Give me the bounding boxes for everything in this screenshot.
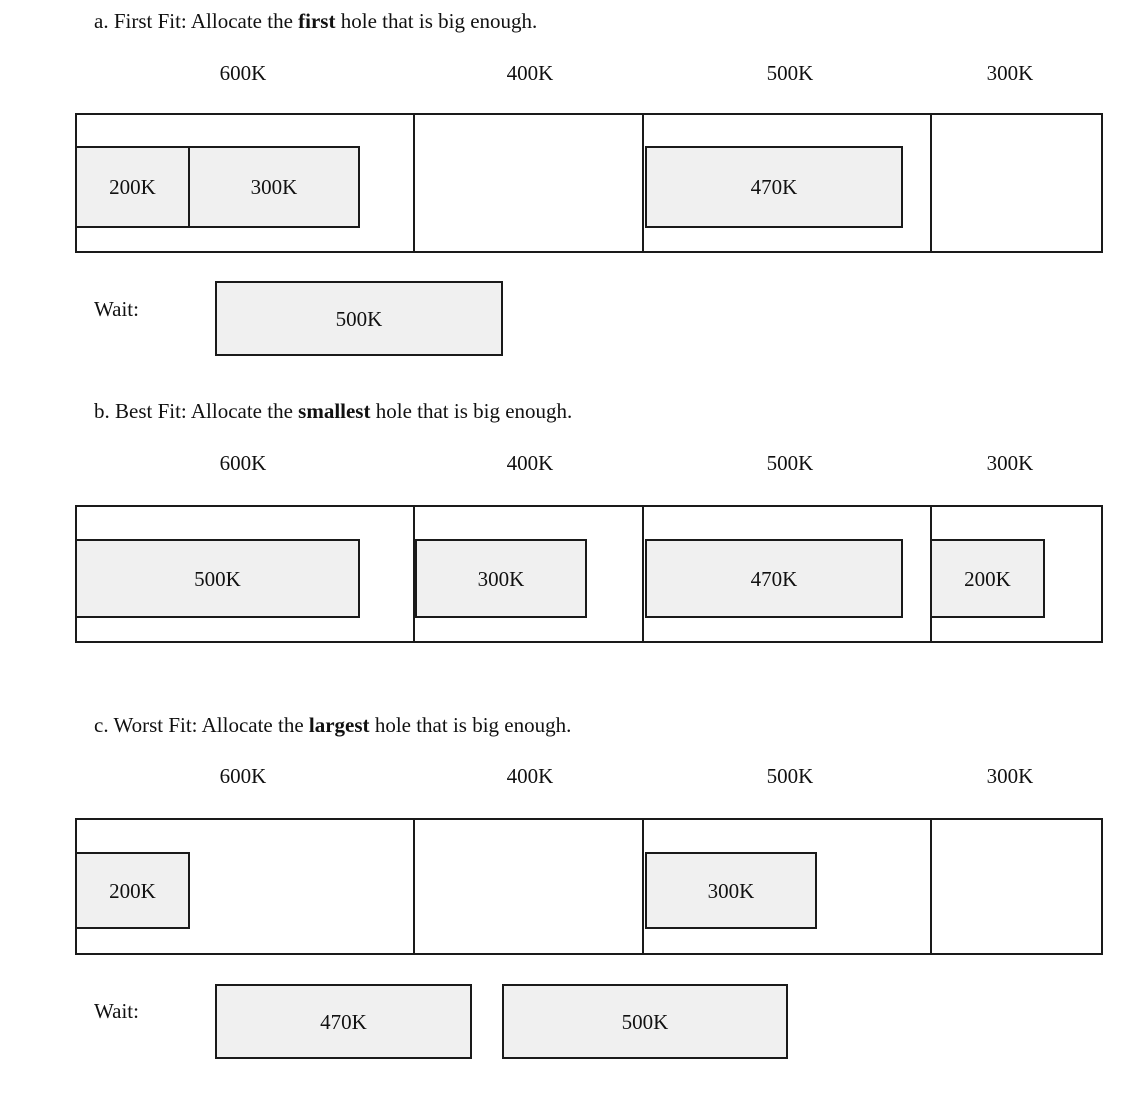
allocated-block-470k-a: 470K xyxy=(645,146,903,228)
hole-label-300k-c: 300K xyxy=(986,764,1034,788)
heading-text-post: hole that is big enough. xyxy=(370,399,573,423)
memory-partition-300k-c xyxy=(930,818,1103,955)
hole-label-300k-a: 300K xyxy=(986,61,1034,85)
hole-label-500k-a: 500K xyxy=(766,61,814,85)
hole-label-300k-b: 300K xyxy=(986,451,1034,475)
hole-label-400k-b: 400K xyxy=(506,451,554,475)
section-heading-worst-fit: c. Worst Fit: Allocate the largest hole … xyxy=(94,712,571,738)
heading-text-pre: c. Worst Fit: Allocate the xyxy=(94,713,309,737)
hole-label-400k-a: 400K xyxy=(506,61,554,85)
heading-text-pre: b. Best Fit: Allocate the xyxy=(94,399,299,423)
memory-partition-400k-a xyxy=(413,113,644,253)
wait-label-a: Wait: xyxy=(94,297,139,321)
waiting-block-500k-a: 500K xyxy=(215,281,503,356)
allocated-block-300k-a: 300K xyxy=(188,146,360,228)
wait-label-c: Wait: xyxy=(94,999,139,1023)
allocated-block-200k-b: 200K xyxy=(930,539,1045,618)
heading-text-emphasis: largest xyxy=(308,713,370,737)
heading-text-pre: a. First Fit: Allocate the xyxy=(94,9,299,33)
hole-label-400k-c: 400K xyxy=(506,764,554,788)
hole-label-600k-c: 600K xyxy=(219,764,267,788)
memory-partition-300k-a xyxy=(930,113,1103,253)
hole-label-500k-b: 500K xyxy=(766,451,814,475)
allocated-block-470k-b: 470K xyxy=(645,539,903,618)
heading-text-emphasis: first xyxy=(298,9,336,33)
hole-label-600k-b: 600K xyxy=(219,451,267,475)
waiting-block-500k-c: 500K xyxy=(502,984,788,1059)
section-heading-first-fit: a. First Fit: Allocate the first hole th… xyxy=(94,8,537,34)
allocated-block-300k-c: 300K xyxy=(645,852,817,929)
heading-text-emphasis: smallest xyxy=(298,399,371,423)
waiting-block-470k-c: 470K xyxy=(215,984,472,1059)
hole-label-600k-a: 600K xyxy=(219,61,267,85)
memory-partition-400k-c xyxy=(413,818,644,955)
hole-label-500k-c: 500K xyxy=(766,764,814,788)
heading-text-post: hole that is big enough. xyxy=(335,9,538,33)
section-heading-best-fit: b. Best Fit: Allocate the smallest hole … xyxy=(94,398,572,424)
allocated-block-300k-b: 300K xyxy=(415,539,587,618)
allocated-block-200k-c: 200K xyxy=(75,852,190,929)
allocated-block-200k-a: 200K xyxy=(75,146,190,228)
allocated-block-500k-b: 500K xyxy=(75,539,360,618)
heading-text-post: hole that is big enough. xyxy=(369,713,572,737)
